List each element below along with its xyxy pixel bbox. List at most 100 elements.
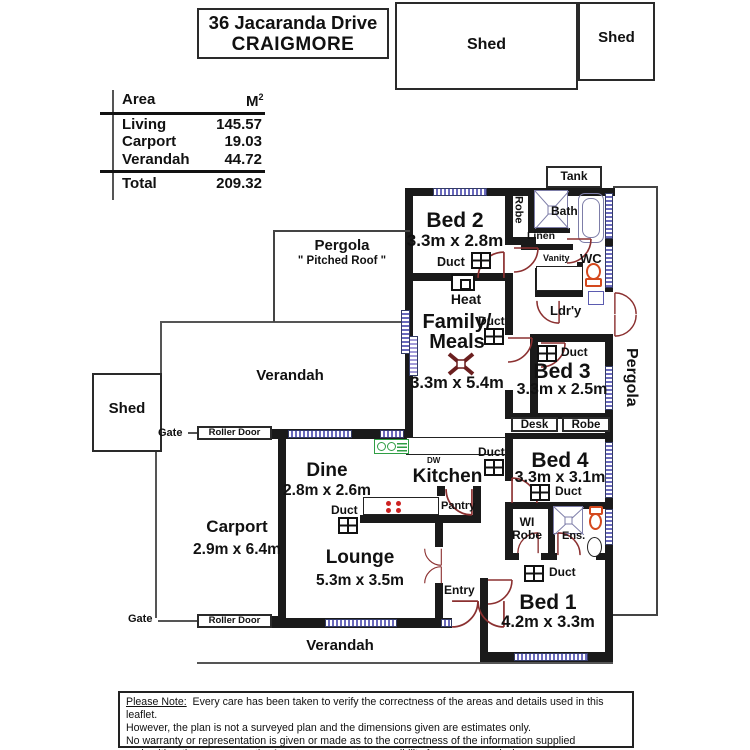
window-entry-sidelight [441,619,452,627]
table-row-value: 19.03 [224,133,262,150]
table-header-area: Area [122,91,156,108]
cooktop-burner [396,501,401,506]
roller-door-label: Roller Door [208,615,261,626]
pergola-right-label: Pergola [622,348,640,407]
suburb-line: CRAIGMORE [231,33,355,55]
ensuite-label: Ens. [562,530,586,542]
gate-top-label: Gate [158,427,183,439]
room-dims-lounge: 5.3m x 3.5m [316,572,404,589]
wall-kitchen-south [360,515,440,523]
window-wc-east [605,246,613,288]
room-dims-family: 3.3m x 5.4m [410,374,504,392]
duct-label: Duct [478,314,505,328]
table-header-unit: M2 [246,92,264,110]
door-arc-bath [513,247,539,273]
shed-small: Shed [578,2,655,81]
wir-label-line1: WI [519,515,535,529]
room-label-bed4: Bed 4 [531,449,589,472]
wc-label: WC [580,251,602,266]
table-row-label: Carport [122,133,177,150]
table-rule-vertical [112,90,114,200]
window-bed3-east [605,366,613,410]
door-arc-ens [557,532,581,556]
pergola-top-outline [273,230,410,322]
bathtub-icon [578,193,604,243]
window-bath-east [605,193,613,239]
door-arc-pantry [445,488,473,516]
wall-hall-b [505,390,513,419]
duct-icon [530,484,550,501]
table-row-label: Living [122,116,167,133]
room-label-bed1: Bed 1 [519,591,577,614]
wall-stub [270,616,280,628]
door-arc-lounge-lower [424,566,442,584]
wall-wir-south-a [505,553,519,560]
window-family-west-a [401,310,410,354]
window-kitchen-north [380,430,404,438]
door-arc-entry-right [477,600,505,628]
room-dims-dine: 2.8m x 2.6m [283,482,371,499]
verandah-boundary-line [162,321,410,323]
pergola-top-label: Pergola [314,237,370,254]
laundry-label: Ldr'y [550,303,582,318]
shed-left-label: Shed [108,400,146,417]
wall-wir-south-c [596,553,613,560]
wall-wir-south-b [541,553,557,560]
door-arc-laundry-ext-top [614,292,637,315]
dishwasher-label: DW [427,456,441,465]
duct-label: Duct [478,445,505,459]
table-row-label: Verandah [122,151,190,168]
pergola-right-outline [613,186,658,616]
duct-icon [471,252,491,269]
heater-icon [451,274,475,291]
tank: Tank [546,166,602,188]
room-label-meals: Meals [429,331,485,353]
window-lounge-south [325,619,397,627]
table-row-value: 145.57 [216,116,262,133]
wall-linen-south [521,244,573,250]
wir-label-line2: Robe [512,528,542,542]
window-bed1-south [514,653,588,661]
ceiling-fan-icon [447,352,475,381]
pergola-top-sublabel: " Pitched Roof " [297,255,387,267]
pantry-label: Pantry [441,500,476,512]
roller-door-label: Roller Door [208,427,261,438]
door-arc-wc [566,238,592,264]
bath-label: Bath [551,204,578,218]
table-rule-top [100,112,265,115]
door-arc-lounge-upper [424,548,442,566]
cooktop-burner [386,508,391,513]
table-total-value: 209.32 [216,175,262,192]
gate-bottom-label: Gate [128,613,153,625]
wall-hall-c [505,439,513,481]
door-arc-bed3 [540,342,566,368]
gate-tick [158,620,198,622]
wall-west-lower [278,429,286,628]
robe-label: Robe [571,419,601,431]
disclaimer-line3: No warranty or representation is given o… [126,734,576,747]
door-arc-hall [507,337,533,363]
duct-icon [524,565,544,582]
fence-line [160,321,162,375]
door-arc-laundry-ext-bottom [614,314,637,337]
duct-label: Duct [549,565,576,579]
room-label-lounge: Lounge [325,547,395,568]
shed-large: Shed [395,2,578,90]
desk-box: Desk [511,417,558,432]
wall-deskrow-north [505,413,613,419]
door-arc-wir [517,532,539,554]
heat-label: Heat [450,291,482,307]
wall-vanity-south [535,290,583,297]
vanity-counter [536,266,583,291]
window-bed2-north [433,188,487,196]
wall-wir-north [505,502,613,509]
wall-bed3-west [530,334,538,420]
wall-linen-north [528,228,570,233]
roller-door-top: Roller Door [197,426,272,440]
fence-line [155,450,157,618]
window-family-west-b [409,336,418,376]
linen-label: Linen [527,230,555,242]
duct-icon [484,328,504,345]
table-total-label: Total [122,175,157,192]
